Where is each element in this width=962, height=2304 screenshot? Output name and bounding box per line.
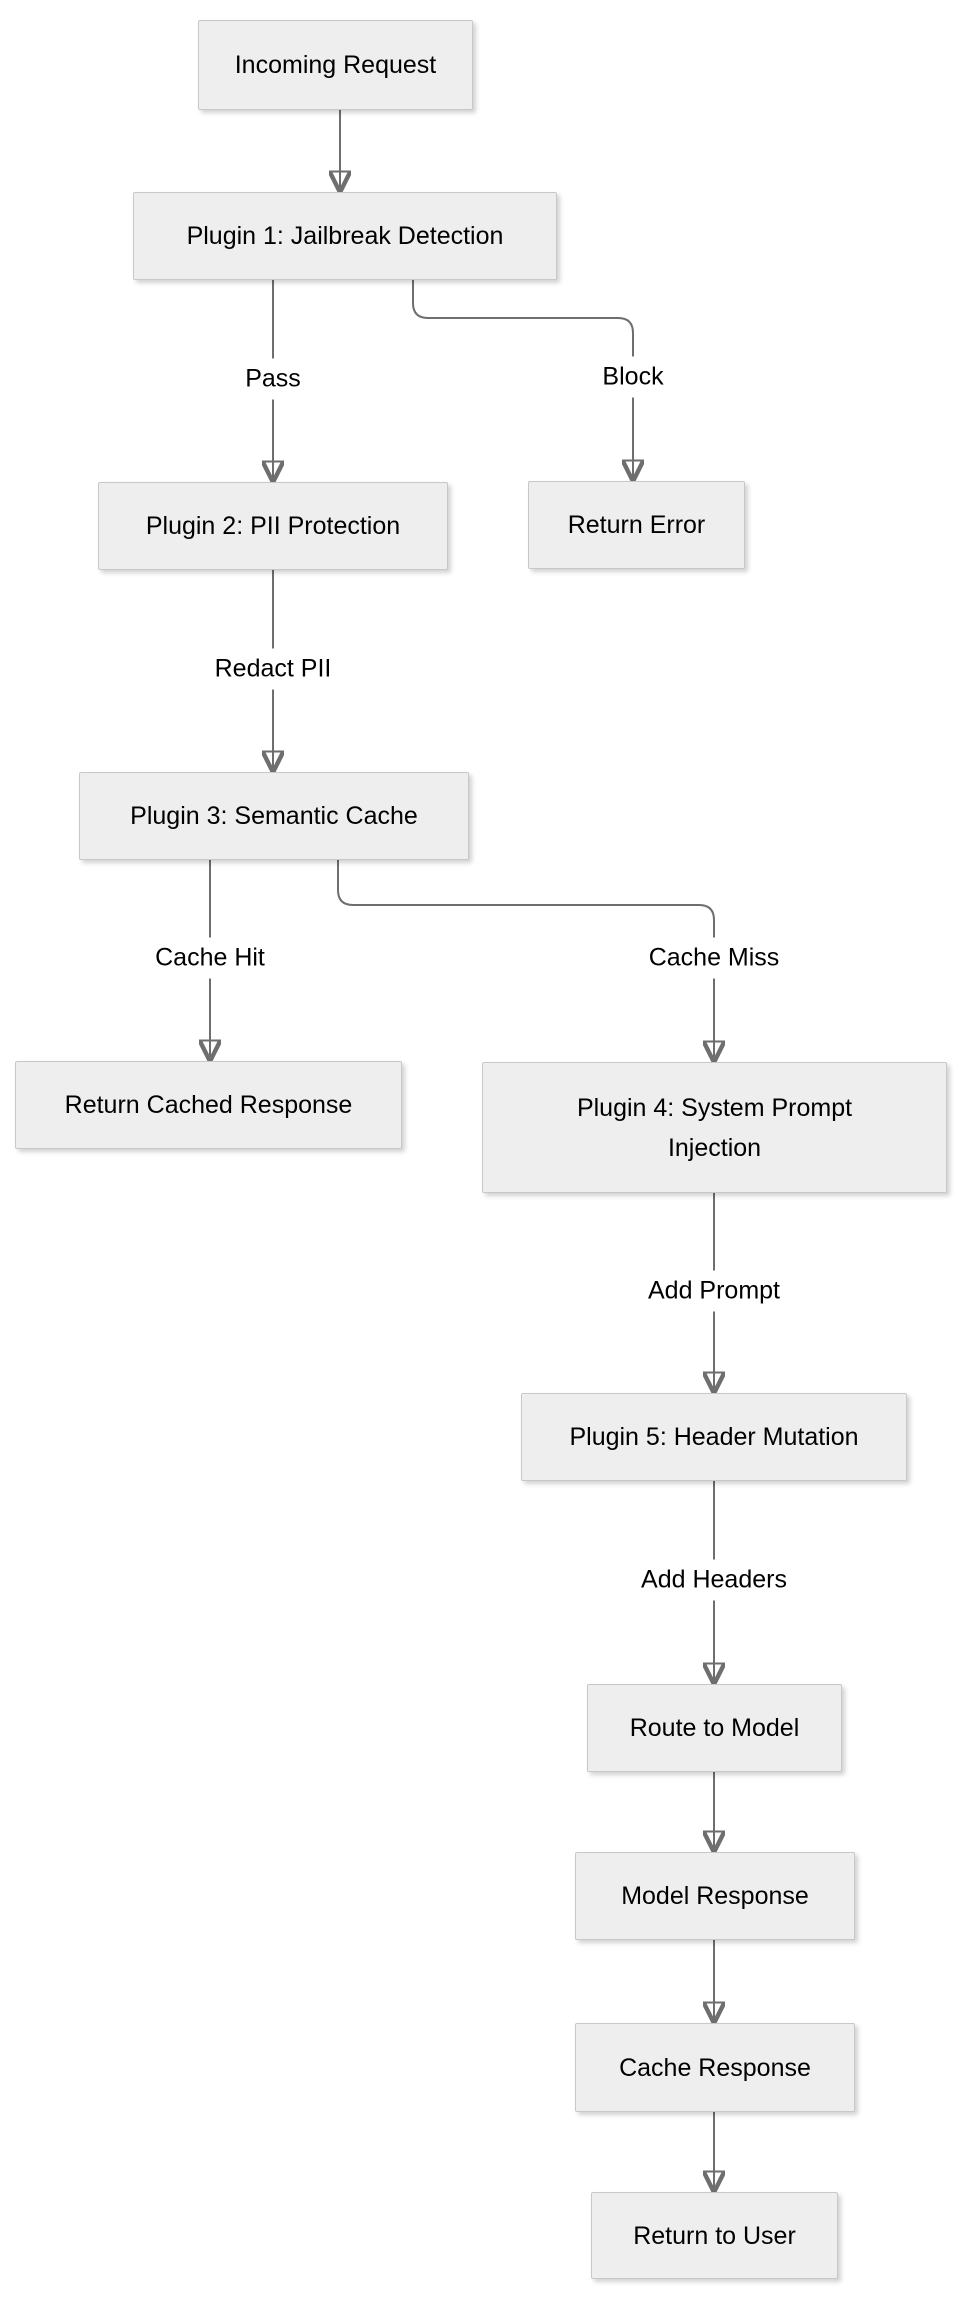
- node-plugin1-jailbreak-detection: Plugin 1: Jailbreak Detection: [133, 192, 557, 280]
- node-plugin5-header-mutation: Plugin 5: Header Mutation: [521, 1393, 907, 1481]
- node-return-error: Return Error: [528, 481, 745, 569]
- edge-label-add-prompt: Add Prompt: [641, 1270, 787, 1312]
- node-route-to-model: Route to Model: [587, 1684, 842, 1772]
- edge-label-pass: Pass: [239, 358, 307, 400]
- node-plugin3-semantic-cache: Plugin 3: Semantic Cache: [79, 772, 469, 860]
- node-return-cached-response: Return Cached Response: [15, 1061, 402, 1149]
- edge-plugin1-to-return-error: [412, 280, 633, 478]
- edge-label-redact-pii: Redact PII: [208, 648, 338, 690]
- node-plugin2-pii-protection: Plugin 2: PII Protection: [98, 482, 448, 570]
- node-model-response: Model Response: [575, 1852, 855, 1940]
- node-cache-response: Cache Response: [575, 2023, 855, 2112]
- edge-label-block: Block: [596, 356, 670, 398]
- edge-label-cache-hit: Cache Hit: [149, 937, 271, 979]
- edge-plugin3-to-plugin4: [337, 860, 714, 1059]
- edge-label-add-headers: Add Headers: [635, 1559, 793, 1601]
- node-plugin4-system-prompt-injection: Plugin 4: System Prompt Injection: [482, 1062, 947, 1193]
- edge-label-cache-miss: Cache Miss: [642, 937, 786, 979]
- node-return-to-user: Return to User: [591, 2192, 838, 2279]
- node-incoming-request: Incoming Request: [198, 20, 473, 110]
